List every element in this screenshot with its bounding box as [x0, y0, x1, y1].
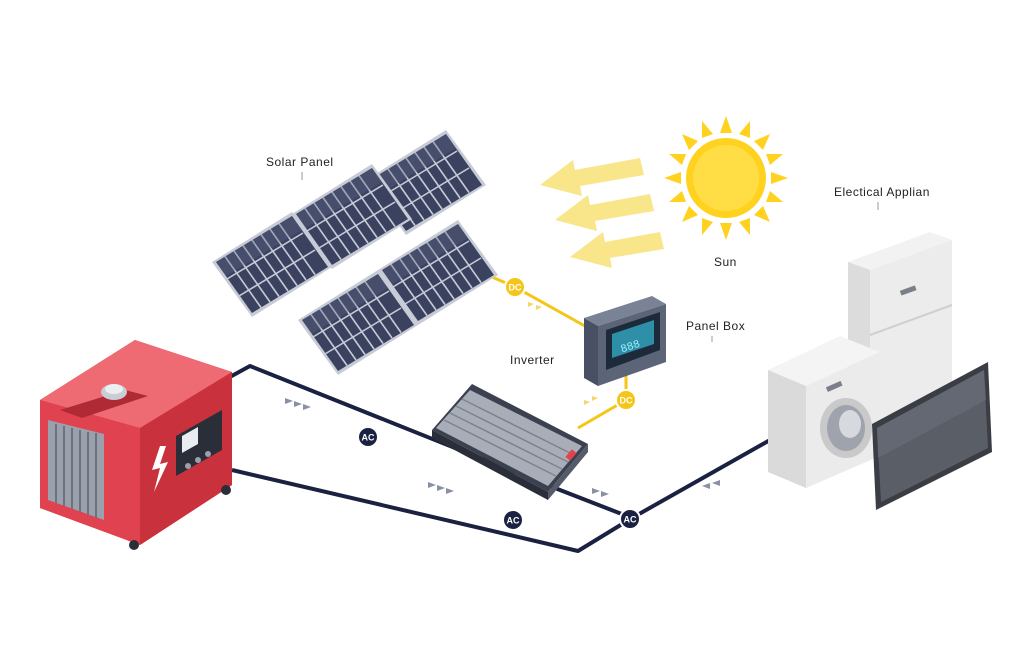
label-sun: Sun	[714, 255, 737, 269]
sun-icon	[664, 116, 788, 240]
sunlight-arrow-icon	[555, 194, 654, 231]
sunlight-arrow-icon	[570, 232, 664, 268]
label-panel-box: Panel Box	[686, 319, 745, 333]
svg-text:AC: AC	[624, 515, 637, 525]
electrical-appliances	[768, 232, 992, 510]
label-inverter: Inverter	[510, 353, 555, 367]
svg-text:AC: AC	[362, 433, 375, 443]
washing-machine	[768, 336, 880, 488]
solar-panel-array	[211, 129, 499, 376]
lightning-icon	[152, 446, 168, 492]
ac-wiring	[227, 364, 771, 553]
svg-text:DC: DC	[509, 283, 522, 293]
flow-arrow-icon	[428, 482, 454, 494]
flow-arrow-icon	[528, 302, 542, 310]
panel-box: 888	[584, 296, 666, 386]
generator	[40, 340, 232, 550]
labels: Solar Panel Sun Electical Applian Panel …	[266, 155, 930, 367]
flow-arrow-icon	[584, 396, 598, 405]
dc-wire-panels-to-box	[475, 268, 593, 332]
badge-ac-generator: AC	[357, 426, 379, 448]
flow-arrow-icon	[285, 398, 311, 410]
inverter	[432, 384, 588, 500]
label-solar-panel: Solar Panel	[266, 155, 334, 169]
sunlight-arrows	[540, 158, 664, 268]
television	[872, 362, 992, 510]
panel-box-display-icon: 888	[619, 339, 642, 357]
ac-wire-to-appliances	[631, 438, 771, 520]
flow-arrow-icon	[702, 480, 720, 489]
flow-arrow-icon	[592, 488, 609, 497]
badge-ac-junction: AC	[619, 508, 641, 530]
dc-flow-arrows	[528, 302, 598, 405]
ac-wire-generator-to-inverter	[227, 364, 633, 520]
badge-ac-lower: AC	[502, 509, 524, 531]
flow-arrows	[285, 398, 720, 497]
badge-dc-panels: DC	[504, 276, 526, 298]
svg-text:AC: AC	[507, 516, 520, 526]
label-electrical-appliance: Electical Applian	[834, 185, 930, 199]
ac-wire-generator-to-junction	[231, 468, 634, 553]
sunlight-arrow-icon	[540, 158, 644, 196]
svg-text:DC: DC	[620, 396, 633, 406]
badge-dc-inverter: DC	[615, 389, 637, 411]
